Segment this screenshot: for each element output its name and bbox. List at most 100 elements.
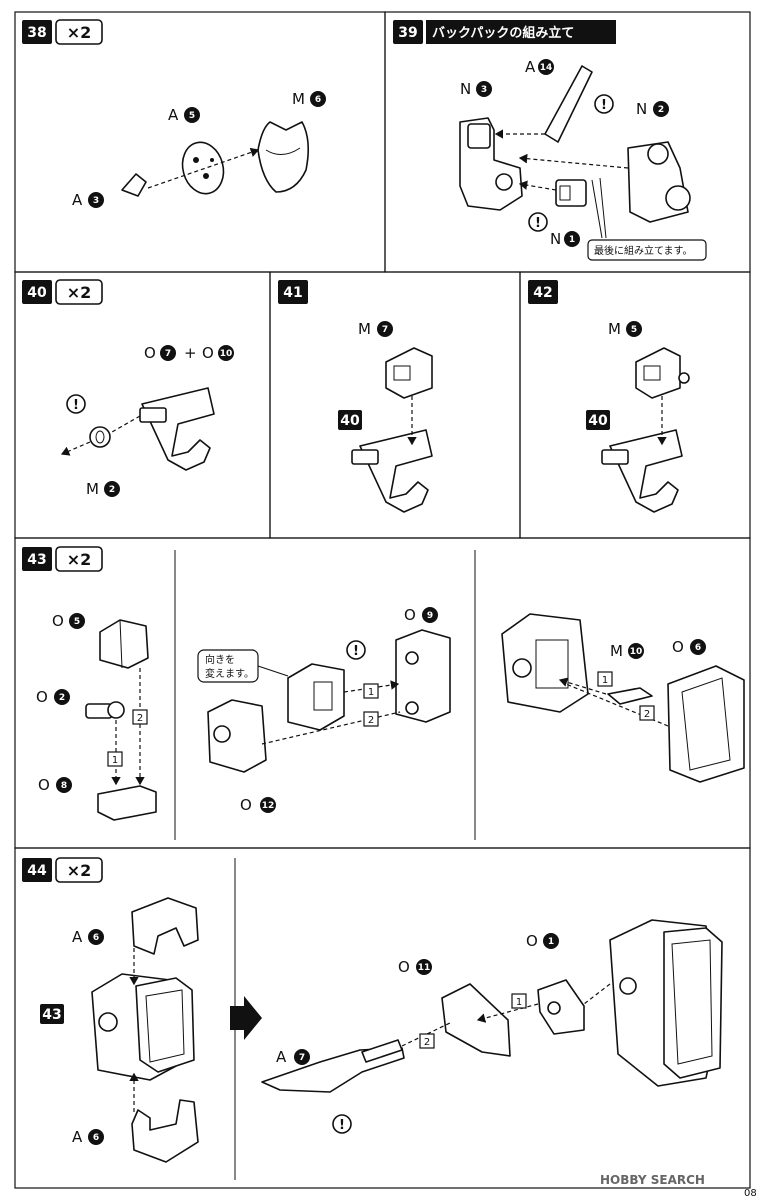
step-ref-badge: [586, 410, 610, 430]
part-a6-bottom-drawing: [131, 1099, 199, 1163]
step-number: 39: [398, 25, 417, 41]
part-letter: M: [292, 90, 305, 108]
multiplier: ×2: [67, 283, 92, 302]
step-title: バックパックの組み立て: [432, 25, 574, 41]
plus-sign: +: [184, 344, 197, 362]
assembly-arrow: [147, 147, 260, 189]
part-number-badge: [88, 929, 104, 945]
part-number: 2: [658, 105, 664, 115]
order-number: 2: [368, 715, 374, 726]
multiplier-box: [55, 546, 103, 572]
part-number: 6: [93, 933, 99, 943]
note-text: 変えます。: [205, 667, 254, 680]
gun-assembly-drawing: [609, 429, 683, 513]
step-number: 44: [27, 863, 47, 879]
part-number: 2: [59, 693, 65, 703]
part-letter: M: [86, 480, 99, 498]
step-44: 44 ×2 A 6 43 A 6 O 11 O 1 A: [22, 857, 723, 1163]
part-number-badge: [416, 959, 432, 975]
part-number-badge: [260, 797, 276, 813]
part-letter: A: [72, 191, 83, 209]
part-number: 3: [481, 85, 487, 95]
order-number: 2: [424, 1037, 430, 1048]
note-text: 最後に組み立てます。: [594, 244, 693, 257]
assembly-arrow: [583, 983, 611, 1005]
part-letter: N: [550, 230, 561, 248]
part-number: 6: [695, 643, 701, 653]
part-number-badge: [626, 321, 642, 337]
part-o5-drawing: [99, 619, 149, 669]
part-number: 1: [548, 937, 554, 947]
assembly-arrow: [343, 680, 400, 693]
caution-icon: [594, 94, 614, 114]
part-letter: O: [240, 796, 252, 814]
step-39: 39 バックパックの組み立て A 14 N 3 N 2 N 1: [393, 20, 707, 261]
part-number-badge: [88, 1129, 104, 1145]
multiplier: ×2: [67, 550, 92, 569]
step-number-badge: [393, 20, 423, 44]
part-o1-drawing: [537, 979, 585, 1035]
part-letter: O: [36, 688, 48, 706]
part-m6-drawing: [257, 121, 310, 193]
part-letter: M: [610, 642, 623, 660]
part-letter: O: [38, 776, 50, 794]
order-number: 1: [368, 687, 374, 698]
step-number: 42: [533, 285, 552, 301]
part-number-badge: [69, 613, 85, 629]
part-letter: A: [72, 1128, 83, 1146]
part-number-badge: [56, 777, 72, 793]
order-marker: [419, 1033, 435, 1049]
order-marker: [639, 705, 655, 721]
caution-icon: [332, 1114, 352, 1134]
part-letter: M: [358, 320, 371, 338]
multiplier-box: [55, 279, 103, 305]
part-number: 3: [93, 196, 99, 206]
part-number-badge: [690, 639, 706, 655]
assembly-arrow: [518, 180, 557, 191]
part-number-badge: [628, 643, 644, 659]
note-box: [587, 239, 707, 261]
part-m10-drawing: [607, 687, 653, 705]
step-number-badge: [22, 547, 52, 571]
part-number-badge: [54, 689, 70, 705]
part-o7-drawing: [141, 387, 215, 471]
part-letter: O: [52, 612, 64, 630]
order-number: 2: [137, 713, 143, 724]
part-number: 10: [630, 647, 643, 657]
part-number-badge: [653, 101, 669, 117]
part-number: 12: [262, 801, 275, 811]
part-number: 6: [315, 95, 321, 105]
part-number-badge: [564, 231, 580, 247]
caution-icon: [528, 212, 548, 232]
step-ref: 43: [42, 1007, 61, 1023]
caution-icon: [346, 640, 366, 660]
part-number: 5: [631, 325, 637, 335]
multiplier-box: [55, 857, 103, 883]
part-letter: O: [398, 958, 410, 976]
caution-icon: [66, 394, 86, 414]
step-number: 43: [27, 552, 46, 568]
part-block-drawing: [287, 663, 345, 731]
part-number: 11: [418, 963, 431, 973]
step-ref: 40: [340, 413, 360, 429]
part-a3-drawing: [121, 173, 147, 197]
part-number-badge: [160, 345, 176, 361]
part-a5-drawing: [181, 141, 225, 195]
part-o9-drawing: [395, 629, 451, 723]
part-number-badge: [543, 933, 559, 949]
order-marker: [363, 711, 379, 727]
assembly-arrow: [60, 441, 91, 456]
part-letter: O: [526, 932, 538, 950]
step-43: 43 ×2 O 5 O 2 O 8 1 2 向きを 変えます。 O 9: [22, 546, 745, 821]
part-base-drawing: [207, 699, 267, 773]
order-number: 1: [602, 675, 608, 686]
step-42: 42 M 5 40: [528, 280, 690, 513]
part-number: 8: [61, 781, 67, 791]
order-number: 1: [516, 997, 522, 1008]
part-number: 14: [540, 63, 553, 73]
part-letter: A: [525, 58, 536, 76]
part-number-badge: [422, 607, 438, 623]
part-number: 1: [569, 235, 575, 245]
part-number: 7: [165, 349, 171, 359]
step-title-bar: [426, 20, 616, 44]
